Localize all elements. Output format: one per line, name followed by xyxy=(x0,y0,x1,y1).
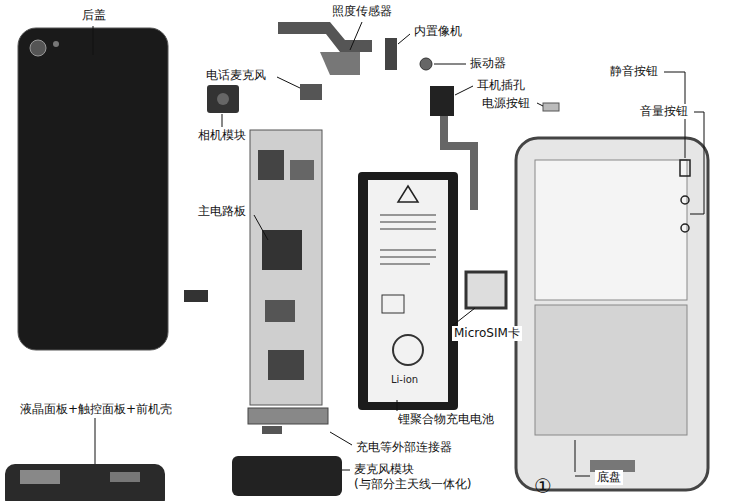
leader-line xyxy=(575,440,576,472)
leader-line xyxy=(690,112,704,214)
leader-line xyxy=(575,476,590,477)
power-button xyxy=(543,103,559,111)
part-label: ① xyxy=(532,474,554,499)
print-line xyxy=(380,263,430,265)
volume-button xyxy=(681,196,689,204)
sim-tray xyxy=(466,272,506,308)
panel-part xyxy=(20,470,60,484)
part-label: 相机模块 xyxy=(196,128,248,143)
part-label: Li-ion xyxy=(389,374,420,387)
light-sensor-flex xyxy=(320,52,360,75)
flash-hole xyxy=(53,41,59,47)
leader-line xyxy=(397,400,398,411)
part-label: 静音按钮 xyxy=(608,64,660,79)
leader-line xyxy=(330,432,352,445)
chip xyxy=(258,150,284,180)
main-board xyxy=(250,130,322,405)
light-sensor-flex xyxy=(278,22,372,52)
print-line xyxy=(380,228,436,230)
dock-connector xyxy=(262,426,282,434)
leader-line xyxy=(434,64,466,65)
leader-line xyxy=(93,26,94,55)
mic-module xyxy=(232,456,342,496)
small-part xyxy=(184,290,208,302)
print-line xyxy=(380,214,436,216)
part-label: 液晶面板+触控面板+前机壳 xyxy=(18,402,174,417)
cert-mark xyxy=(382,295,404,313)
leader-line xyxy=(222,114,223,127)
front-panel xyxy=(5,464,165,501)
leader-line xyxy=(398,34,410,44)
front-camera xyxy=(385,38,397,70)
camera-hole xyxy=(30,40,46,56)
chip xyxy=(265,300,295,322)
leader-line xyxy=(452,308,475,326)
leader-line xyxy=(277,77,300,88)
leader-lines xyxy=(93,22,704,476)
leader-line xyxy=(254,215,268,240)
battery-sticker xyxy=(368,180,448,402)
part-label: 振动器 xyxy=(468,56,508,71)
recycle-symbol xyxy=(393,335,423,365)
leader-line xyxy=(537,103,543,106)
volume-button xyxy=(681,224,689,232)
leader-line xyxy=(342,470,350,471)
part-label: 电源按钮 xyxy=(480,96,532,111)
part-label: 底盘 xyxy=(595,470,623,485)
chip xyxy=(290,160,314,180)
part-label: 充电等外部连接器 xyxy=(354,440,454,455)
part-label: 后盖 xyxy=(80,8,108,23)
headphone-jack xyxy=(430,86,454,116)
chip xyxy=(262,230,302,270)
part-label: 电话麦克风 xyxy=(204,68,268,83)
vibrator xyxy=(420,58,432,70)
part-label: 主电路板 xyxy=(196,204,248,219)
leader-line xyxy=(350,22,362,50)
part-label: MicroSIM卡 xyxy=(452,326,522,341)
part-label: 耳机插孔 xyxy=(475,78,527,93)
mute-switch xyxy=(680,160,690,176)
print-lines xyxy=(380,215,436,264)
print-line xyxy=(380,249,436,251)
dock-connector xyxy=(248,408,328,424)
part-label: 锂聚合物充电电池 xyxy=(396,412,496,427)
back-cover xyxy=(18,28,168,350)
leader-line xyxy=(95,418,96,464)
chassis xyxy=(516,138,708,490)
part-label: 麦克风模块 (与部分主天线一体化) xyxy=(352,462,506,492)
battery xyxy=(358,172,458,410)
chassis-bay xyxy=(535,160,687,300)
warning-triangle xyxy=(398,186,418,202)
phone-mic xyxy=(300,84,322,100)
camera-lens xyxy=(217,93,229,105)
chassis-bay xyxy=(535,305,687,435)
part-label: 照度传感器 xyxy=(330,4,394,19)
print-line xyxy=(380,221,436,223)
part-label: 音量按钮 xyxy=(638,104,690,119)
part-label: 内置像机 xyxy=(412,24,464,39)
chip xyxy=(268,350,304,380)
leader-line xyxy=(455,86,473,95)
panel-part xyxy=(110,472,140,482)
print-line xyxy=(380,256,436,258)
camera-module xyxy=(207,85,239,113)
